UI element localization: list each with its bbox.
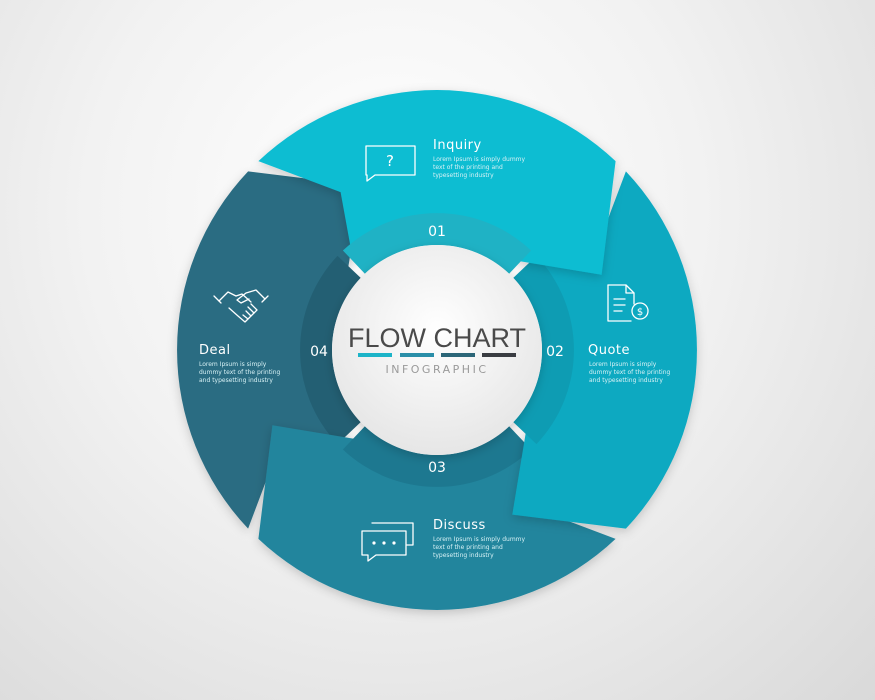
title-bar-3	[441, 353, 475, 357]
inquiry-text-line-2: text of the printing and	[433, 164, 503, 171]
quote-text-line-2: dummy text of the printing	[589, 369, 671, 376]
chart-subtitle: INFOGRAPHIC	[385, 363, 488, 376]
discuss-text-line-3: typesetting industry	[433, 552, 494, 559]
question-chat-icon: ?	[365, 145, 416, 182]
handshake-icon	[213, 289, 269, 323]
step-number-04: 04	[310, 344, 328, 360]
deal-text-line-2: dummy text of the printing	[199, 369, 281, 376]
inquiry-title: Inquiry	[433, 138, 482, 153]
step-number-02: 02	[546, 344, 564, 360]
deal-text-line-1: Lorem Ipsum is simply	[199, 361, 267, 368]
step-number-01: 01	[428, 224, 446, 240]
quote-title: Quote	[588, 343, 630, 358]
inquiry-text-line-3: typesetting industry	[433, 172, 494, 179]
quote-text-line-1: Lorem Ipsum is simply	[589, 361, 657, 368]
deal-title: Deal	[199, 343, 231, 358]
title-bar-1	[358, 353, 392, 357]
deal-text-line-3: and typesetting industry	[199, 377, 273, 384]
quote-text-line-3: and typesetting industry	[589, 377, 663, 384]
segment-inquiry	[258, 90, 616, 275]
discuss-text-line-2: text of the printing and	[433, 544, 503, 551]
discuss-content: Discuss Lorem Ipsum is simply dummy text…	[361, 518, 526, 562]
discuss-text-line-1: Lorem Ipsum is simply dummy	[433, 536, 526, 543]
title-bar-4	[482, 353, 516, 357]
svg-text:$: $	[637, 307, 643, 318]
svg-text:?: ?	[386, 152, 394, 170]
quote-content: $ Quote Lorem Ipsum is simply dummy text…	[588, 284, 671, 384]
chart-title: FLOW CHART	[348, 323, 526, 353]
step-number-03: 03	[428, 460, 446, 476]
invoice-dollar-icon: $	[607, 284, 649, 322]
discuss-title: Discuss	[433, 518, 486, 533]
inquiry-content: ? Inquiry Lorem Ipsum is simply dummy te…	[365, 138, 526, 182]
inquiry-text-line-1: Lorem Ipsum is simply dummy	[433, 156, 526, 163]
deal-content: Deal Lorem Ipsum is simply dummy text of…	[199, 289, 281, 384]
title-bar-2	[400, 353, 434, 357]
center-disk	[332, 245, 542, 455]
conversation-icon	[361, 522, 414, 562]
